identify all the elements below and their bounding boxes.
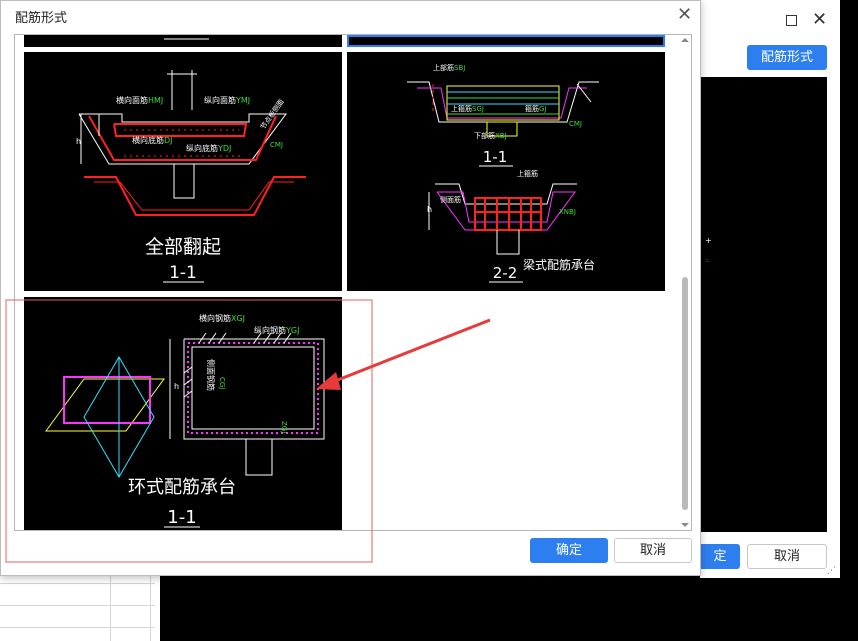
cancel-button[interactable]: 取消 [614,538,692,563]
code-bottom: XBJ [495,132,507,140]
cad-fragment-text: :: [705,257,709,264]
rebar-form-dialog: 配筋形式 ✕ [0,0,701,576]
code-transverse-bottom: DJ [164,136,173,145]
label-transverse: 横向钢筋 [199,313,231,323]
label-waist: 上箍筋 [451,104,472,113]
section-label-b: 2-2 [493,264,518,282]
label-longitudinal-bottom: 纵向底筋 [186,143,218,153]
svg-text:上箍筋: 上箍筋 [517,169,538,178]
label-longitudinal: 纵向钢筋 [254,325,286,335]
svg-text:纵向底筋YDJ: 纵向底筋YDJ [186,143,231,153]
label-transverse-bottom: 横向底筋 [132,135,164,145]
svg-text:横向钢筋XGJ: 横向钢筋XGJ [199,313,245,323]
rebar-form-button[interactable]: 配筋形式 [747,45,827,70]
resize-grip-icon[interactable]: ⋰ [827,566,836,576]
maximize-icon[interactable] [786,15,797,26]
code-side: CGJ [218,377,226,389]
svg-text:上箍筋SGJ: 上箍筋SGJ [451,104,484,113]
option-tile-partial-selected[interactable] [347,35,665,47]
section-label-a: 1-1 [483,148,508,166]
close-icon[interactable]: ✕ [812,9,828,30]
ok-button[interactable]: 确定 [530,538,608,563]
background-ok-button[interactable]: 定 [700,544,740,569]
scroll-thumb[interactable] [682,277,688,510]
code-longitudinal-top: YMJ [235,96,250,105]
option-tile-partial[interactable] [24,35,342,47]
svg-text:纵向钢筋YGJ: 纵向钢筋YGJ [254,325,299,335]
option-tile-full-bent[interactable]: 横向面筋HMJ 纵向面筋YMJ 横向底筋DJ 纵向底筋YDJ CMJ 节点板侧面… [24,52,342,291]
section-label: 1-1 [169,263,197,283]
label-waist-b: 上箍筋 [517,169,538,178]
code-bottom: ZGJ [280,421,288,433]
option-tile-beam-type[interactable]: 上部筋SBJ 上箍筋SGJ 箍筋GJ 下部筋XBJ CMJ 1-1 [347,52,665,291]
label-side-b: 侧面筋 [440,195,461,204]
code-longitudinal-bottom: YDJ [217,144,231,153]
svg-text:横向底筋DJ: 横向底筋DJ [132,135,173,145]
svg-text:箍筋GJ: 箍筋GJ [525,104,547,113]
dim-h: h [76,137,81,146]
svg-text:纵向面筋YMJ: 纵向面筋YMJ [204,95,250,105]
background-window: ✕ 配筋形式 + :: 定 取消 ⋰ [700,0,840,578]
code-top: SBJ [454,64,465,72]
label-transverse-top: 横向面筋 [116,95,148,105]
label-top: 上部筋 [433,63,454,72]
tile-title: 全部翻起 [145,236,221,258]
scroll-up-icon[interactable] [681,38,689,42]
dialog-title: 配筋形式 [15,11,68,26]
vertical-scrollbar[interactable] [679,35,691,530]
option-gallery: 横向面筋HMJ 纵向面筋YMJ 横向底筋DJ 纵向底筋YDJ CMJ 节点板侧面… [14,34,692,531]
tile-title: 环式配筋承台 [128,477,236,498]
code-side: CMJ [270,141,283,149]
code-edge: XNBJ [559,208,576,216]
code-waist: SGJ [472,105,484,113]
code-side: CMJ [569,120,582,128]
svg-text:上部筋SBJ: 上部筋SBJ [433,63,465,72]
background-cancel-button[interactable]: 取消 [747,544,827,569]
tile-title: 梁式配筋承台 [523,257,595,272]
dim-h: h [174,382,179,391]
background-cad-panel: + :: [700,77,827,532]
code-transverse-top: HMJ [148,96,163,105]
svg-text:横向面筋HMJ: 横向面筋HMJ [116,95,163,105]
cad-fragment-text: + [705,236,712,245]
label-longitudinal-top: 纵向面筋 [204,95,236,105]
code-transverse: XGJ [231,314,245,323]
option-tile-ring-type[interactable]: 横向钢筋XGJ 纵向钢筋YGJ 侧面钢筋 CGJ ZGJ h 环式配筋承台 1-… [24,297,342,530]
background-grid [0,575,155,641]
close-icon[interactable]: ✕ [677,4,693,25]
svg-text:侧面筋: 侧面筋 [440,195,461,204]
section-label: 1-1 [167,507,196,528]
svg-text:下部筋XBJ: 下部筋XBJ [474,131,507,140]
label-side: 侧面钢筋 [206,359,216,391]
dim-h: h [427,205,432,214]
label-bottom: 下部筋 [474,131,495,140]
code-longitudinal: YGJ [285,326,299,335]
label-hoop: 箍筋 [525,104,539,113]
scroll-down-icon[interactable] [681,523,689,527]
code-hoop: GJ [539,105,547,113]
